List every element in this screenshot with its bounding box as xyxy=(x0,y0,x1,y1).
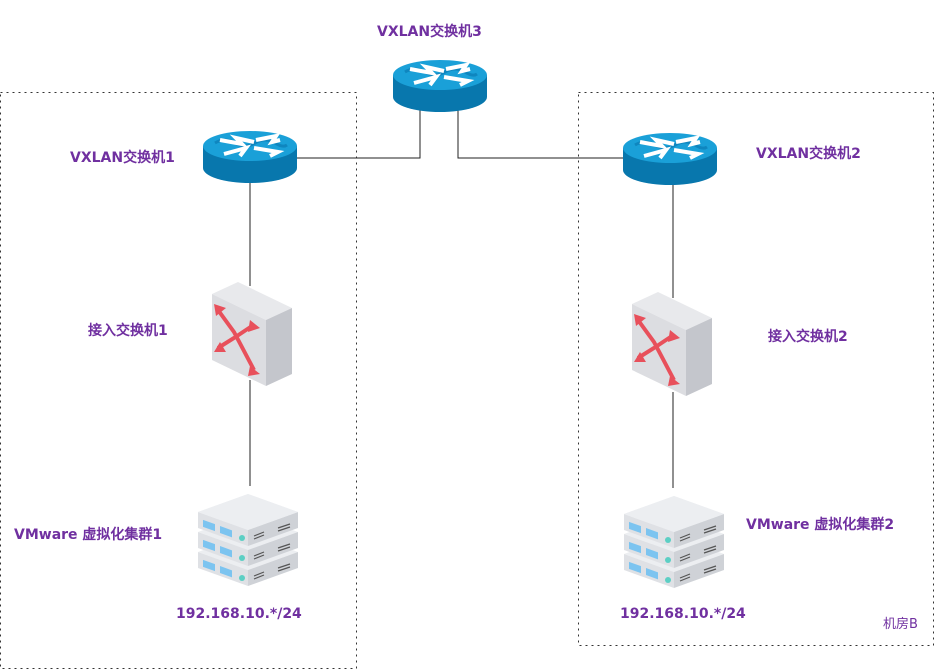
links xyxy=(249,108,674,488)
label-vxlan-switch-2: VXLAN交换机2 xyxy=(756,146,861,162)
label-subnet-2: 192.168.10.*/24 xyxy=(620,606,746,622)
link-sw3-sw2 xyxy=(457,108,624,159)
switch-icon xyxy=(630,290,714,398)
label-vxlan-switch-3: VXLAN交换机3 xyxy=(377,24,482,40)
label-zone-b: 机房B xyxy=(883,617,918,632)
label-vxlan-switch-1: VXLAN交换机1 xyxy=(70,150,175,166)
switch-icon xyxy=(210,280,294,388)
zone-right-boundary xyxy=(578,92,934,646)
label-cluster-1: VMware 虚拟化集群1 xyxy=(14,527,163,543)
router-icon xyxy=(201,129,299,185)
server-stack-icon xyxy=(623,495,725,589)
router-icon xyxy=(621,131,719,187)
label-subnet-1: 192.168.10.*/24 xyxy=(176,606,302,622)
router-icon xyxy=(391,58,489,114)
label-access-switch-2: 接入交换机2 xyxy=(768,329,848,345)
label-access-switch-1: 接入交换机1 xyxy=(88,323,168,339)
label-cluster-2: VMware 虚拟化集群2 xyxy=(746,517,895,533)
server-stack-icon xyxy=(197,493,299,587)
zone-left-boundary xyxy=(0,92,357,669)
link-sw1-sw3 xyxy=(296,108,421,159)
